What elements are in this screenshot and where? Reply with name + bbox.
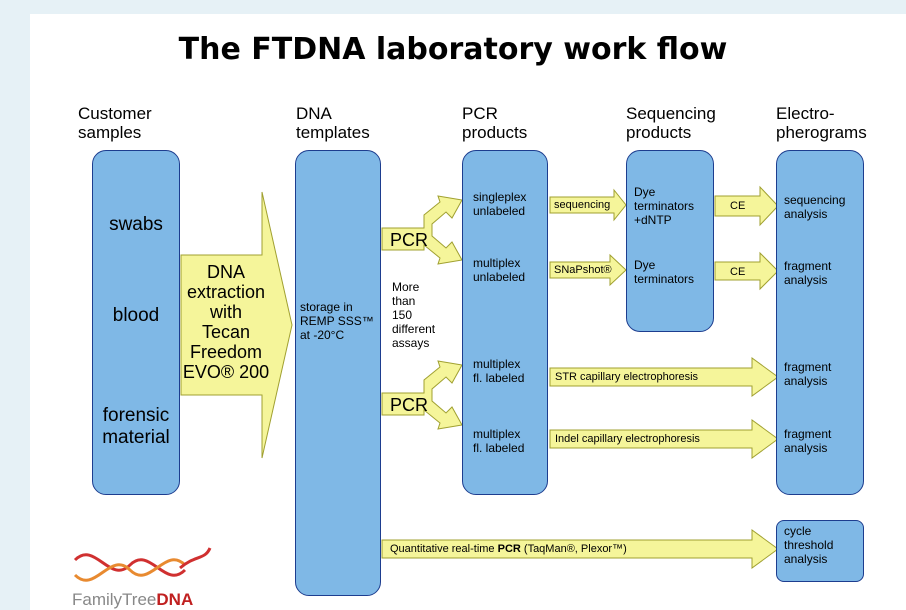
- electropherograms-box: [776, 150, 864, 495]
- page-title: The FTDNA laboratory work flow: [178, 32, 728, 67]
- extraction-arrow: [180, 191, 293, 459]
- seq-product-dye-terminators: Dye terminators: [634, 258, 695, 286]
- logo-part1: FamilyTree: [72, 590, 157, 609]
- pcr-product-singleplex-unlabeled: singleplex unlabeled: [473, 190, 527, 218]
- seq-product-dye-dntp: Dye terminators +dNTP: [634, 185, 695, 227]
- logo-helix-icon: [73, 547, 212, 582]
- snapshot-arrow-shape: [549, 253, 627, 287]
- storage-label: storage in REMP SSS™ at -20°C: [300, 300, 374, 342]
- pcr-label-upper: PCR: [390, 230, 429, 250]
- qpcr-arrow-label: Quantitative real-time PCR (TaqMan®, Ple…: [390, 543, 627, 556]
- pcr-label-lower: PCR: [390, 395, 429, 415]
- col-head-sequencing-products: Sequencing products: [626, 104, 716, 142]
- pcr-fork-arrow-lower: [381, 360, 463, 430]
- str-arrow-label: STR capillary electrophoresis: [555, 371, 699, 383]
- assays-note: More than 150 different assays: [392, 280, 436, 350]
- indel-arrow-label: Indel capillary electrophoresis: [555, 433, 700, 445]
- sample-forensic-material: forensic material: [102, 405, 170, 448]
- sequencing-products-box: [626, 150, 714, 332]
- cycle-threshold-box: [776, 520, 864, 582]
- pcr-fork-arrow-upper: [381, 195, 463, 265]
- dna-templates-box: [295, 150, 381, 596]
- col-head-electropherograms: Electro- pherograms: [776, 104, 867, 142]
- ce-arrow-label-1: CE: [730, 200, 746, 212]
- pcr-products-box: [462, 150, 548, 495]
- snapshot-arrow-label: SNaPshot®: [554, 264, 612, 276]
- ce-arrow-shape-1: [714, 185, 779, 227]
- sample-swabs: swabs: [109, 214, 163, 235]
- col-head-dna-templates: DNA templates: [296, 104, 370, 142]
- cycle-threshold-label: cycle threshold analysis: [784, 524, 834, 566]
- col-head-pcr-products: PCR products: [462, 104, 528, 142]
- qpcr-label-pre: Quantitative real-time: [390, 543, 498, 555]
- pcr-product-multiplex-labeled-1: multiplex fl. labeled: [473, 357, 525, 385]
- sample-blood: blood: [112, 305, 160, 326]
- analysis-fragment-3: fragment analysis: [784, 427, 832, 455]
- extraction-label: DNA extraction with Tecan Freedom EVO® 2…: [182, 262, 270, 382]
- ce-arrow-shape-2: [714, 251, 779, 291]
- ce-arrow-label-2: CE: [730, 266, 746, 278]
- col-head-customer-samples: Customer samples: [78, 104, 152, 142]
- pcr-product-multiplex-unlabeled: multiplex unlabeled: [473, 256, 526, 284]
- logo-wordmark: FamilyTreeDNA: [72, 590, 193, 610]
- str-arrow-shape: [549, 357, 779, 397]
- sequencing-arrow-shape: [549, 188, 627, 222]
- analysis-fragment-1: fragment analysis: [784, 259, 832, 287]
- qpcr-label-post: (TaqMan®, Plexor™): [520, 543, 627, 555]
- qpcr-label-bold: PCR: [497, 543, 521, 555]
- customer-samples-box: [92, 150, 180, 495]
- analysis-fragment-2: fragment analysis: [784, 360, 832, 388]
- indel-arrow-shape: [549, 419, 779, 459]
- analysis-sequencing: sequencing analysis: [784, 193, 846, 221]
- pcr-product-multiplex-labeled-2: multiplex fl. labeled: [473, 427, 525, 455]
- logo-part2: DNA: [156, 590, 194, 609]
- qpcr-arrow-shape: [381, 529, 779, 569]
- sequencing-arrow-label: sequencing: [554, 199, 611, 211]
